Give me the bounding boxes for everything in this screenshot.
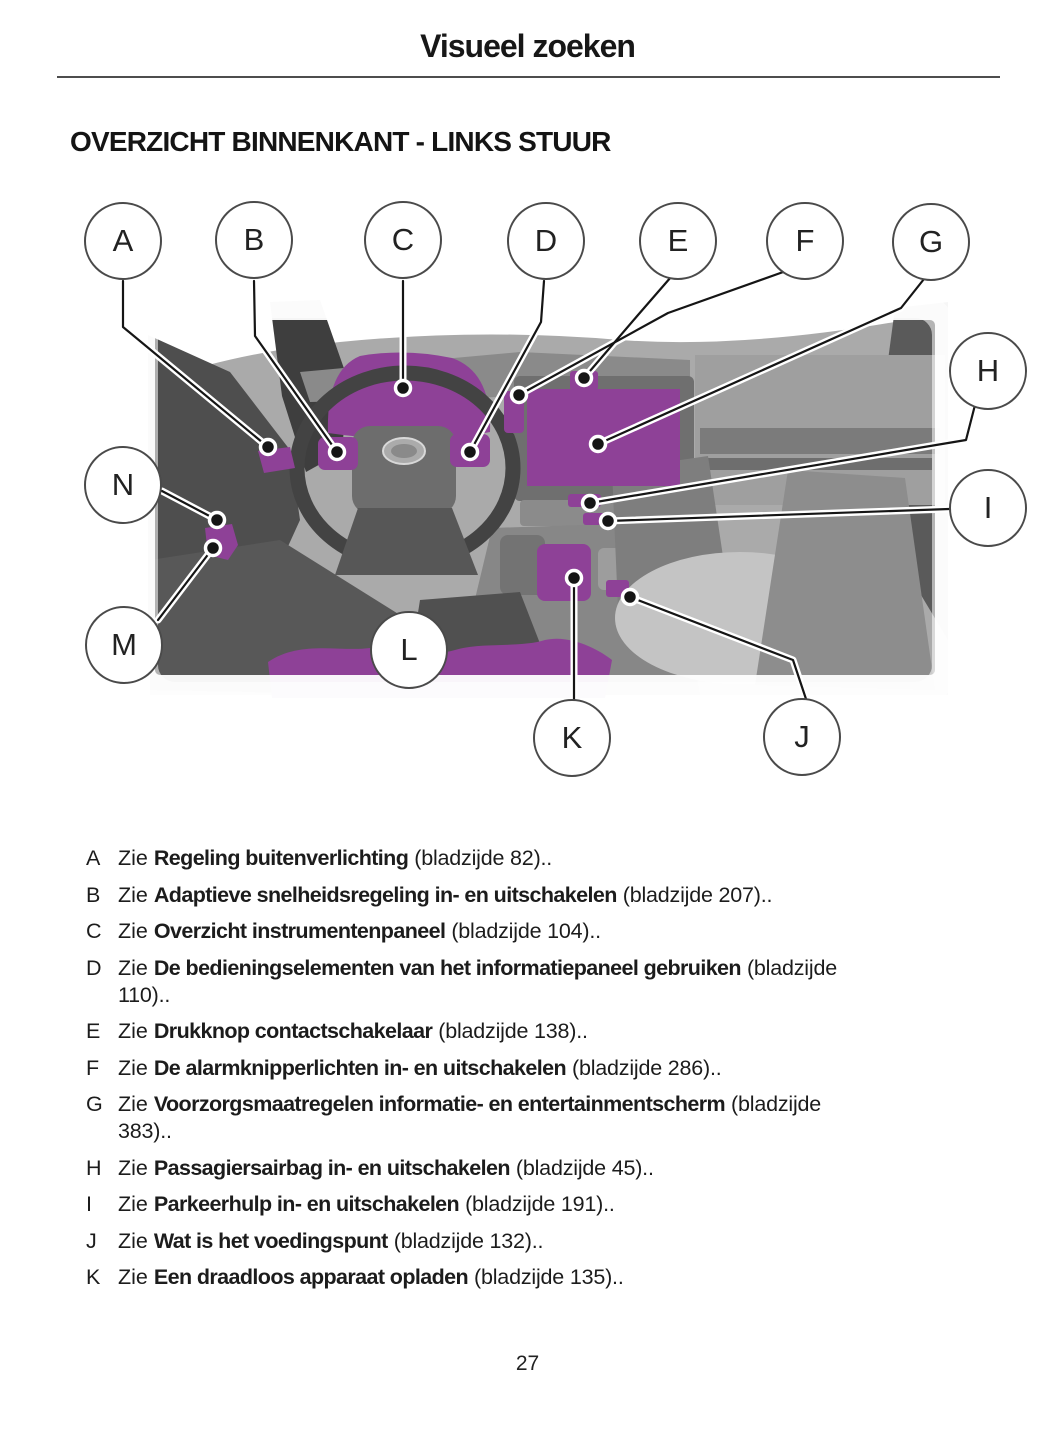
leader-line-n xyxy=(160,489,219,522)
leader-line-m xyxy=(156,546,215,622)
section-heading: OVERZICHT BINNENKANT - LINKS STUUR xyxy=(70,126,611,157)
leader-line-j xyxy=(628,595,808,701)
leader-line-d xyxy=(468,279,546,454)
callout-circle-h: H xyxy=(949,332,1027,410)
page-number: 27 xyxy=(515,1352,540,1375)
legend-letter: B xyxy=(86,882,101,907)
leader-dots xyxy=(203,368,640,607)
leader-line-g xyxy=(596,277,926,446)
legend-letter: I xyxy=(86,1192,92,1216)
leader-line-b xyxy=(252,279,339,454)
leader-line-f xyxy=(517,269,788,397)
steering-wheel xyxy=(289,365,521,575)
leader-line-i xyxy=(606,507,951,523)
callout-circle-n: N xyxy=(84,446,162,524)
callout-circle-b: B xyxy=(215,201,293,279)
title-divider xyxy=(57,76,1000,78)
legend-letter: H xyxy=(86,1155,102,1180)
legend-letter: G xyxy=(86,1092,103,1116)
callout-circle-g: G xyxy=(892,203,970,281)
leader-line-h xyxy=(588,403,977,505)
page-title: Visueel zoeken xyxy=(420,28,636,64)
callout-circle-i: I xyxy=(949,469,1027,547)
legend-letter: D xyxy=(86,955,102,980)
leader-lines xyxy=(119,267,979,704)
callout-circle-a: A xyxy=(84,202,162,280)
callout-circle-c: C xyxy=(364,201,442,279)
callout-circle-f: F xyxy=(766,202,844,280)
legend-letter: J xyxy=(86,1228,97,1253)
callout-circle-d: D xyxy=(507,202,585,280)
callout-circle-k: K xyxy=(533,699,611,777)
callout-circle-e: E xyxy=(639,202,717,280)
highlight-wireless-charger xyxy=(537,544,591,601)
legend-letter: F xyxy=(86,1055,100,1080)
leader-line-a xyxy=(121,279,270,449)
legend-letter: A xyxy=(86,846,101,870)
callout-circle-l: L xyxy=(370,611,448,689)
callout-circle-m: M xyxy=(85,606,163,684)
leader-line-e xyxy=(582,275,673,380)
legend-letter: C xyxy=(86,919,102,943)
legend-letter: K xyxy=(86,1265,101,1289)
callout-circle-j: J xyxy=(763,698,841,776)
legend-letter: E xyxy=(86,1019,101,1043)
